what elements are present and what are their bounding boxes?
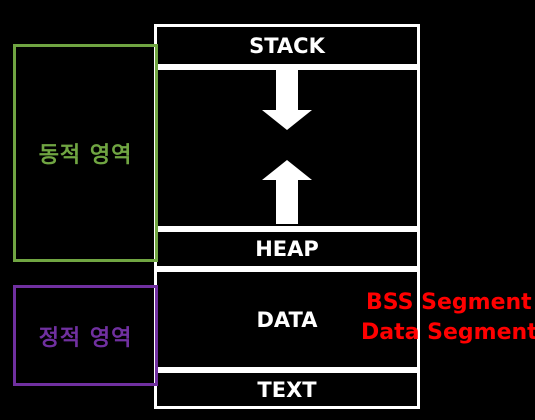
static-region-label: 정적 영역	[38, 325, 133, 351]
text-segment: TEXT	[154, 370, 420, 409]
heap-label: HEAP	[255, 237, 319, 261]
dynamic-region-label: 동적 영역	[38, 143, 133, 168]
memory-layout: STACK HEAP DATA TEXT	[154, 24, 420, 409]
text-label: TEXT	[257, 377, 317, 402]
stack-segment: STACK	[154, 24, 420, 67]
data-label: DATA	[256, 307, 318, 332]
stack-label: STACK	[249, 33, 325, 58]
bss-segment-label: BSS Segment	[366, 290, 532, 315]
static-region: 정적 영역	[13, 285, 158, 386]
arrow-up-icon	[262, 160, 312, 224]
data-segment-label: Data Segment	[361, 320, 535, 345]
heap-segment: HEAP	[154, 229, 420, 269]
dynamic-region: 동적 영역	[13, 44, 158, 262]
arrow-down-icon	[262, 70, 312, 130]
